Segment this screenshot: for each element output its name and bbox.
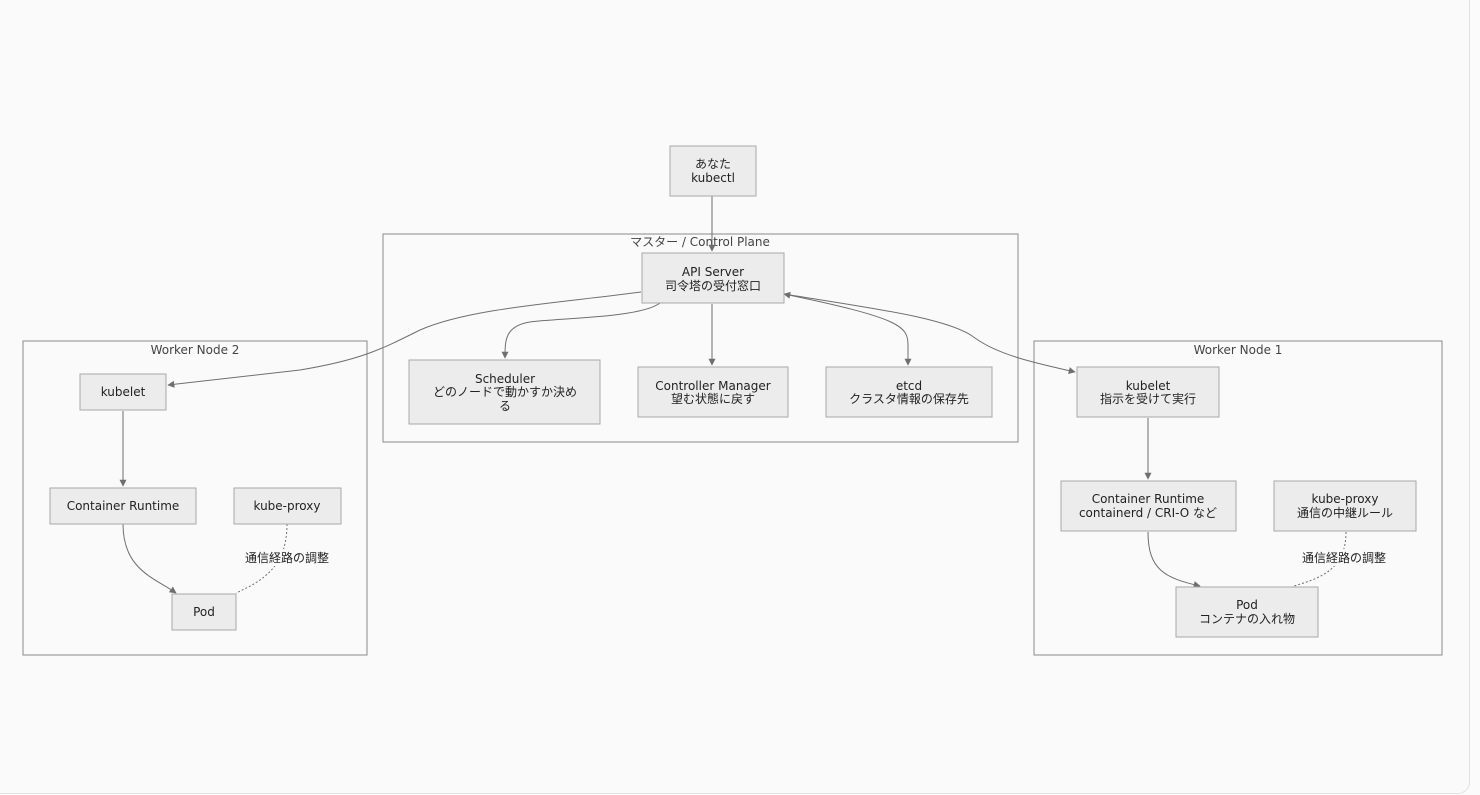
edge-api-w1-kubelet — [783, 293, 1076, 375]
edge-label-w2-proxy-pod: 通信経路の調整 — [242, 549, 332, 566]
cluster-worker-node-2: Worker Node 2 — [22, 340, 368, 656]
edge-label-w1-proxy-pod: 通信経路の調整 — [1299, 549, 1389, 566]
svg-text:kube-proxy: kube-proxy — [254, 499, 321, 513]
node-w2-container-runtime: Container Runtime — [49, 487, 197, 525]
svg-text:Container Runtime: Container Runtime — [67, 499, 180, 513]
svg-text:Pod: Pod — [193, 605, 215, 619]
edge-api-scheduler — [501, 302, 661, 359]
node-w2-kube-proxy: kube-proxy — [233, 487, 342, 525]
node-w2-kubelet: kubelet — [79, 373, 167, 411]
cluster-worker-node-2-title: Worker Node 2 — [151, 343, 240, 357]
cluster-control-plane-title: マスター / Control Plane — [630, 235, 770, 249]
node-w2-pod: Pod — [171, 593, 237, 631]
edge-w2-runtime-pod — [122, 523, 177, 594]
svg-text:通信経路の調整: 通信経路の調整 — [1302, 550, 1386, 565]
cluster-worker-node-1: Worker Node 1 — [1033, 340, 1443, 656]
svg-text:kubelet: kubelet — [101, 385, 146, 399]
svg-text:通信経路の調整: 通信経路の調整 — [245, 550, 329, 565]
edge-api-etcd — [783, 291, 912, 366]
edge-api-w2-kubelet — [167, 291, 642, 388]
cluster-control-plane: マスター / Control Plane — [382, 233, 1019, 443]
edge-w1-runtime-pod — [1147, 531, 1201, 589]
cluster-worker-node-1-title: Worker Node 1 — [1194, 343, 1283, 357]
edge-w2-proxy-pod — [235, 523, 288, 594]
